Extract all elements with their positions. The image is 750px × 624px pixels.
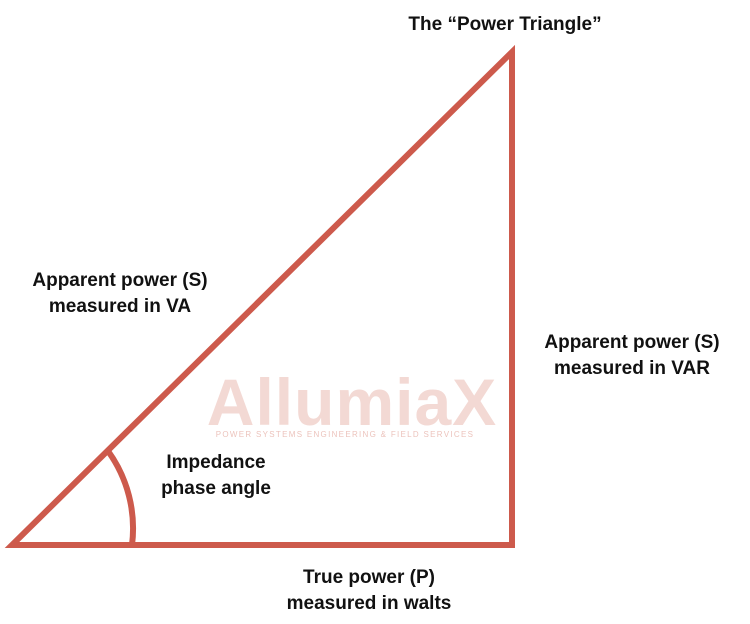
phase-angle-arc [105, 449, 137, 546]
hypotenuse-label: Apparent power (S) measured in VA [0, 268, 240, 320]
vertical-side-label: Apparent power (S) measured in VAR [520, 330, 744, 382]
diagram-title: The “Power Triangle” [408, 14, 602, 35]
phase-angle-label: Impedance phase angle [140, 450, 292, 502]
hypotenuse-label-line-1: Apparent power (S) [32, 270, 208, 291]
angle-label-line-2: phase angle [161, 478, 271, 499]
watermark-logo: AllumiaX POWER SYSTEMS ENGINEERING & FIE… [207, 365, 497, 439]
vertical-label-line-2: measured in VAR [554, 358, 710, 379]
vertical-label-line-1: Apparent power (S) [544, 332, 720, 353]
power-triangle-shape [4, 44, 515, 548]
base-side-label: True power (P) measured in walts [240, 565, 498, 617]
hypotenuse-label-line-2: measured in VA [48, 296, 192, 317]
watermark-brand: AllumiaX [207, 365, 497, 439]
angle-label-line-1: Impedance [166, 452, 266, 473]
watermark-tagline: POWER SYSTEMS ENGINEERING & FIELD SERVIC… [216, 430, 475, 439]
base-label-line-2: measured in walts [286, 593, 452, 614]
base-label-line-1: True power (P) [303, 567, 435, 588]
